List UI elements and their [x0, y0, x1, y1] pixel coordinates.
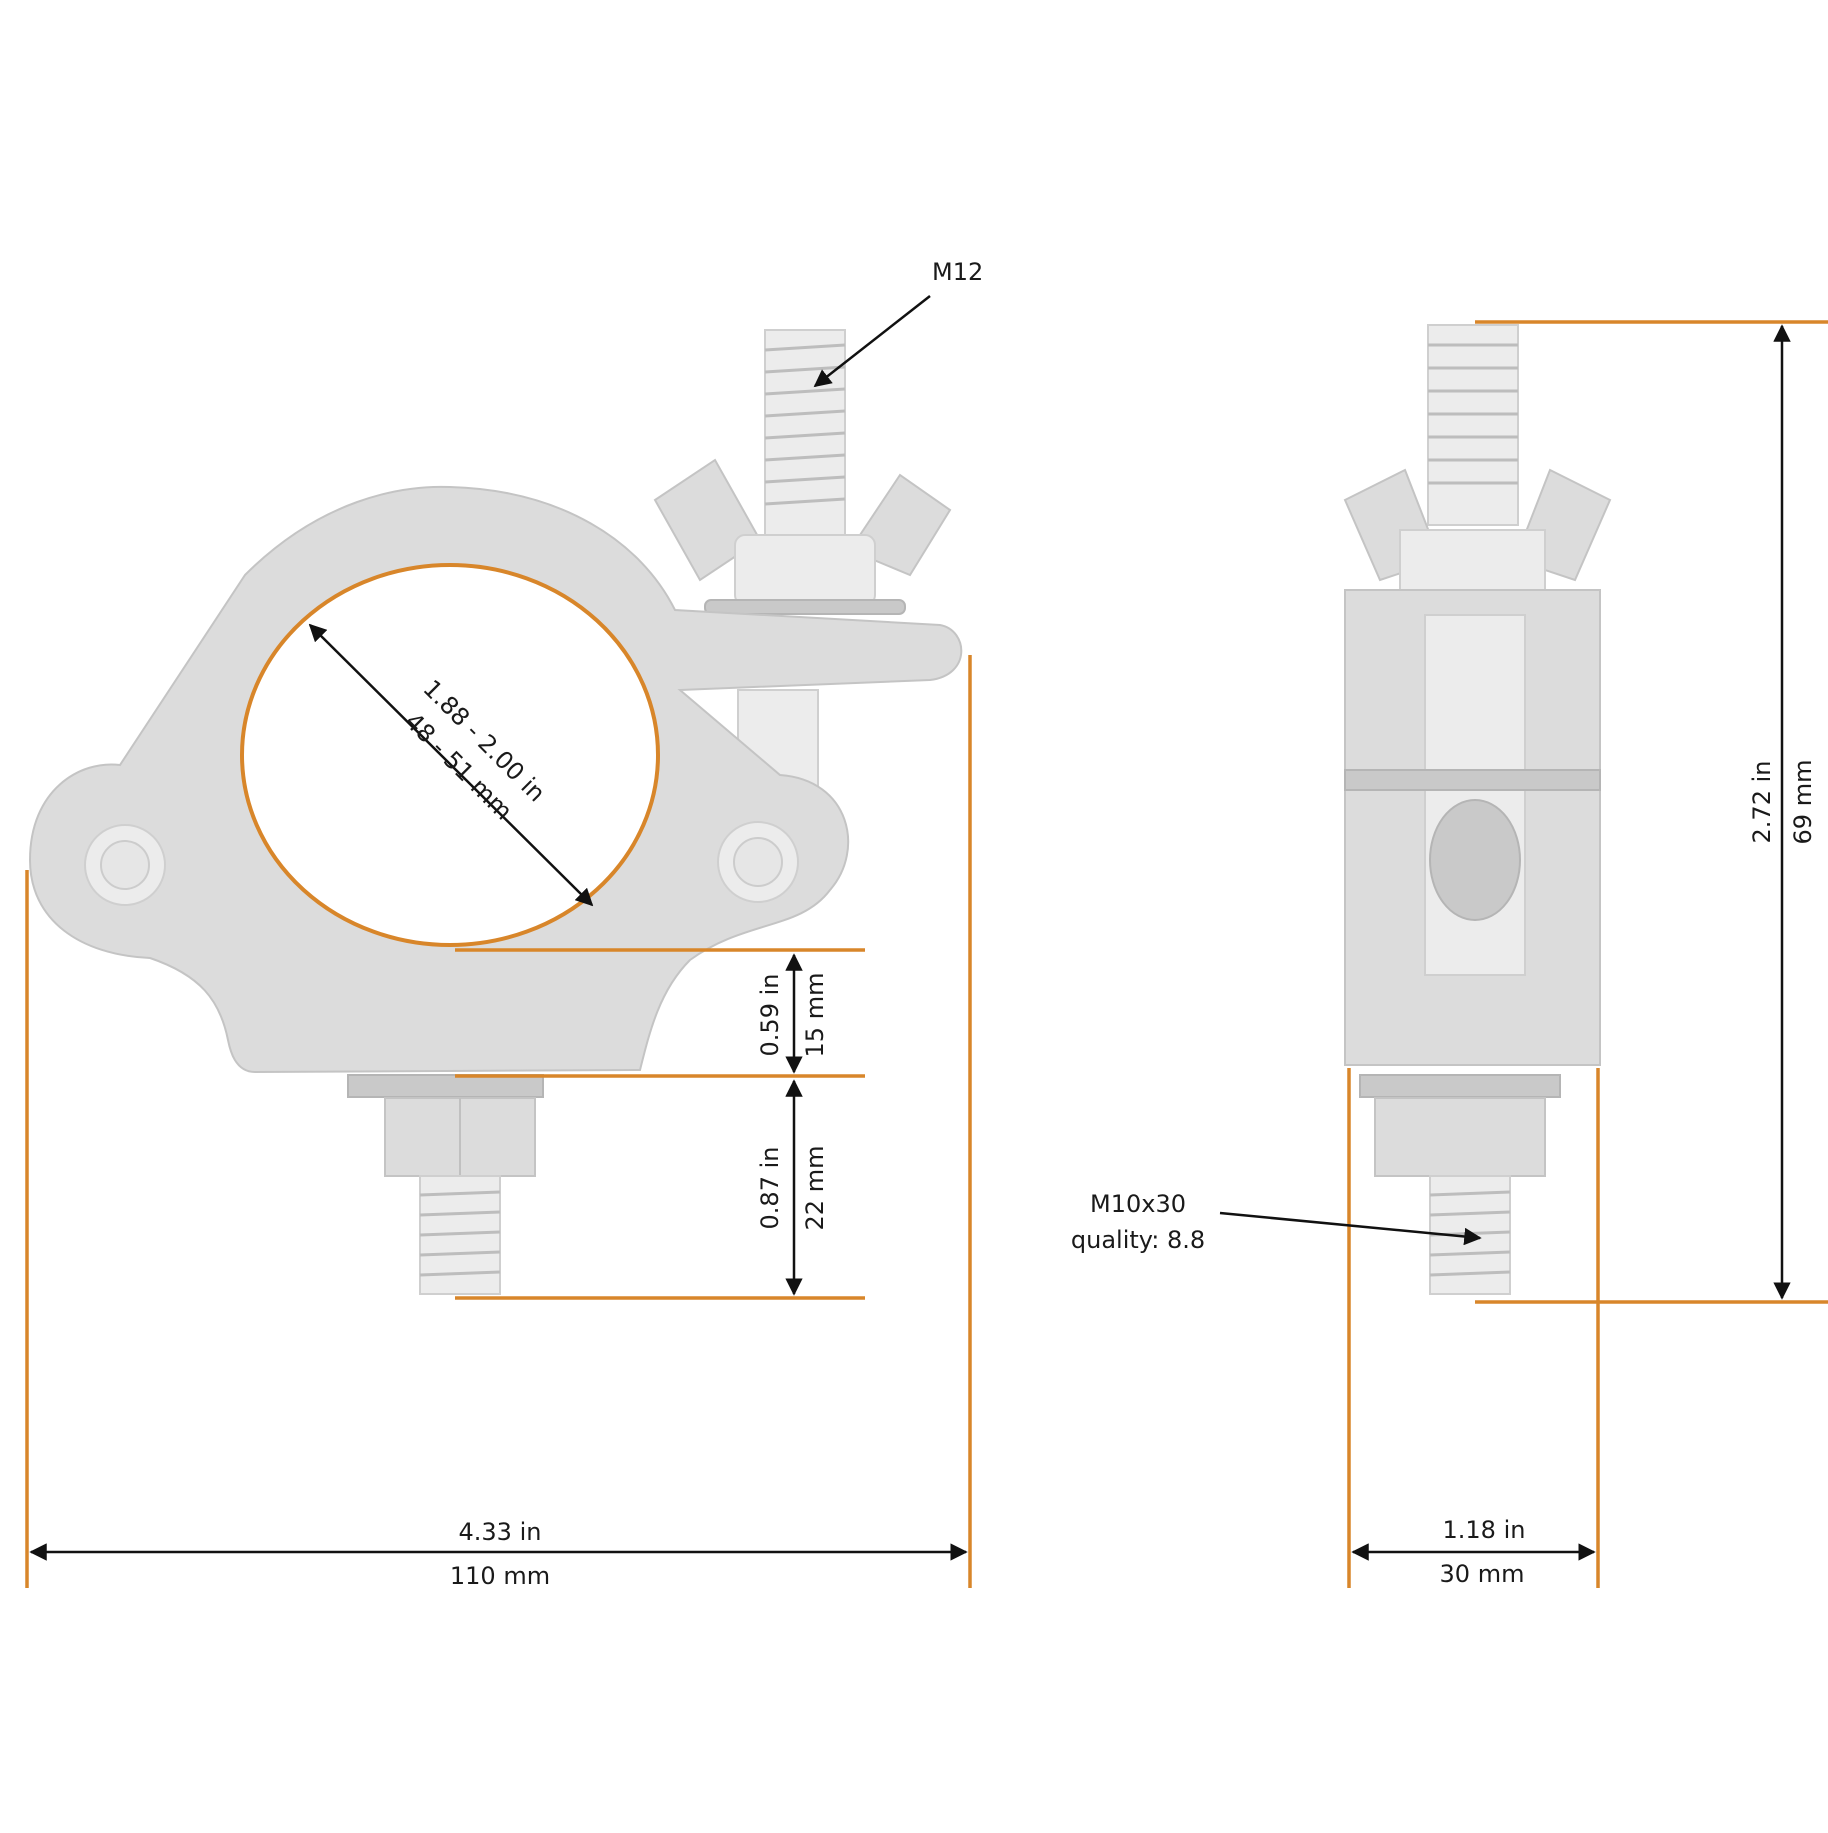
label-side-width-in: 1.18 in — [1443, 1516, 1526, 1544]
front-bottom-bolt — [347, 1074, 544, 1295]
label-total-width-mm: 110 mm — [450, 1562, 550, 1590]
arrow-m10-leader — [1219, 1211, 1482, 1246]
label-m10-line1: M10x30 — [1090, 1190, 1186, 1218]
label-side-height-mm: 69 mm — [1789, 760, 1817, 845]
label-lower-gap-mm: 15 mm — [801, 973, 829, 1058]
label-m12: M12 — [932, 258, 983, 286]
label-side-width-mm: 30 mm — [1440, 1560, 1525, 1588]
guide-lines — [25, 320, 1828, 1588]
front-wing-nut — [653, 458, 952, 615]
label-m10-line2: quality: 8.8 — [1071, 1226, 1205, 1254]
label-side-height-in: 2.72 in — [1748, 761, 1776, 844]
arrow-m12-leader — [813, 295, 931, 388]
label-bolt-length-in: 0.87 in — [756, 1147, 784, 1230]
dimension-arrows — [29, 295, 1791, 1561]
label-bolt-length-mm: 22 mm — [801, 1146, 829, 1231]
label-total-width-in: 4.33 in — [459, 1518, 542, 1546]
dimension-labels: M12 1.88 - 2.00 in 48 - 51 mm 0.59 in 15… — [400, 258, 1817, 1590]
side-view-clamp — [1343, 324, 1612, 1295]
label-lower-gap-in: 0.59 in — [756, 974, 784, 1057]
arrow-pipe-diameter — [308, 623, 594, 907]
